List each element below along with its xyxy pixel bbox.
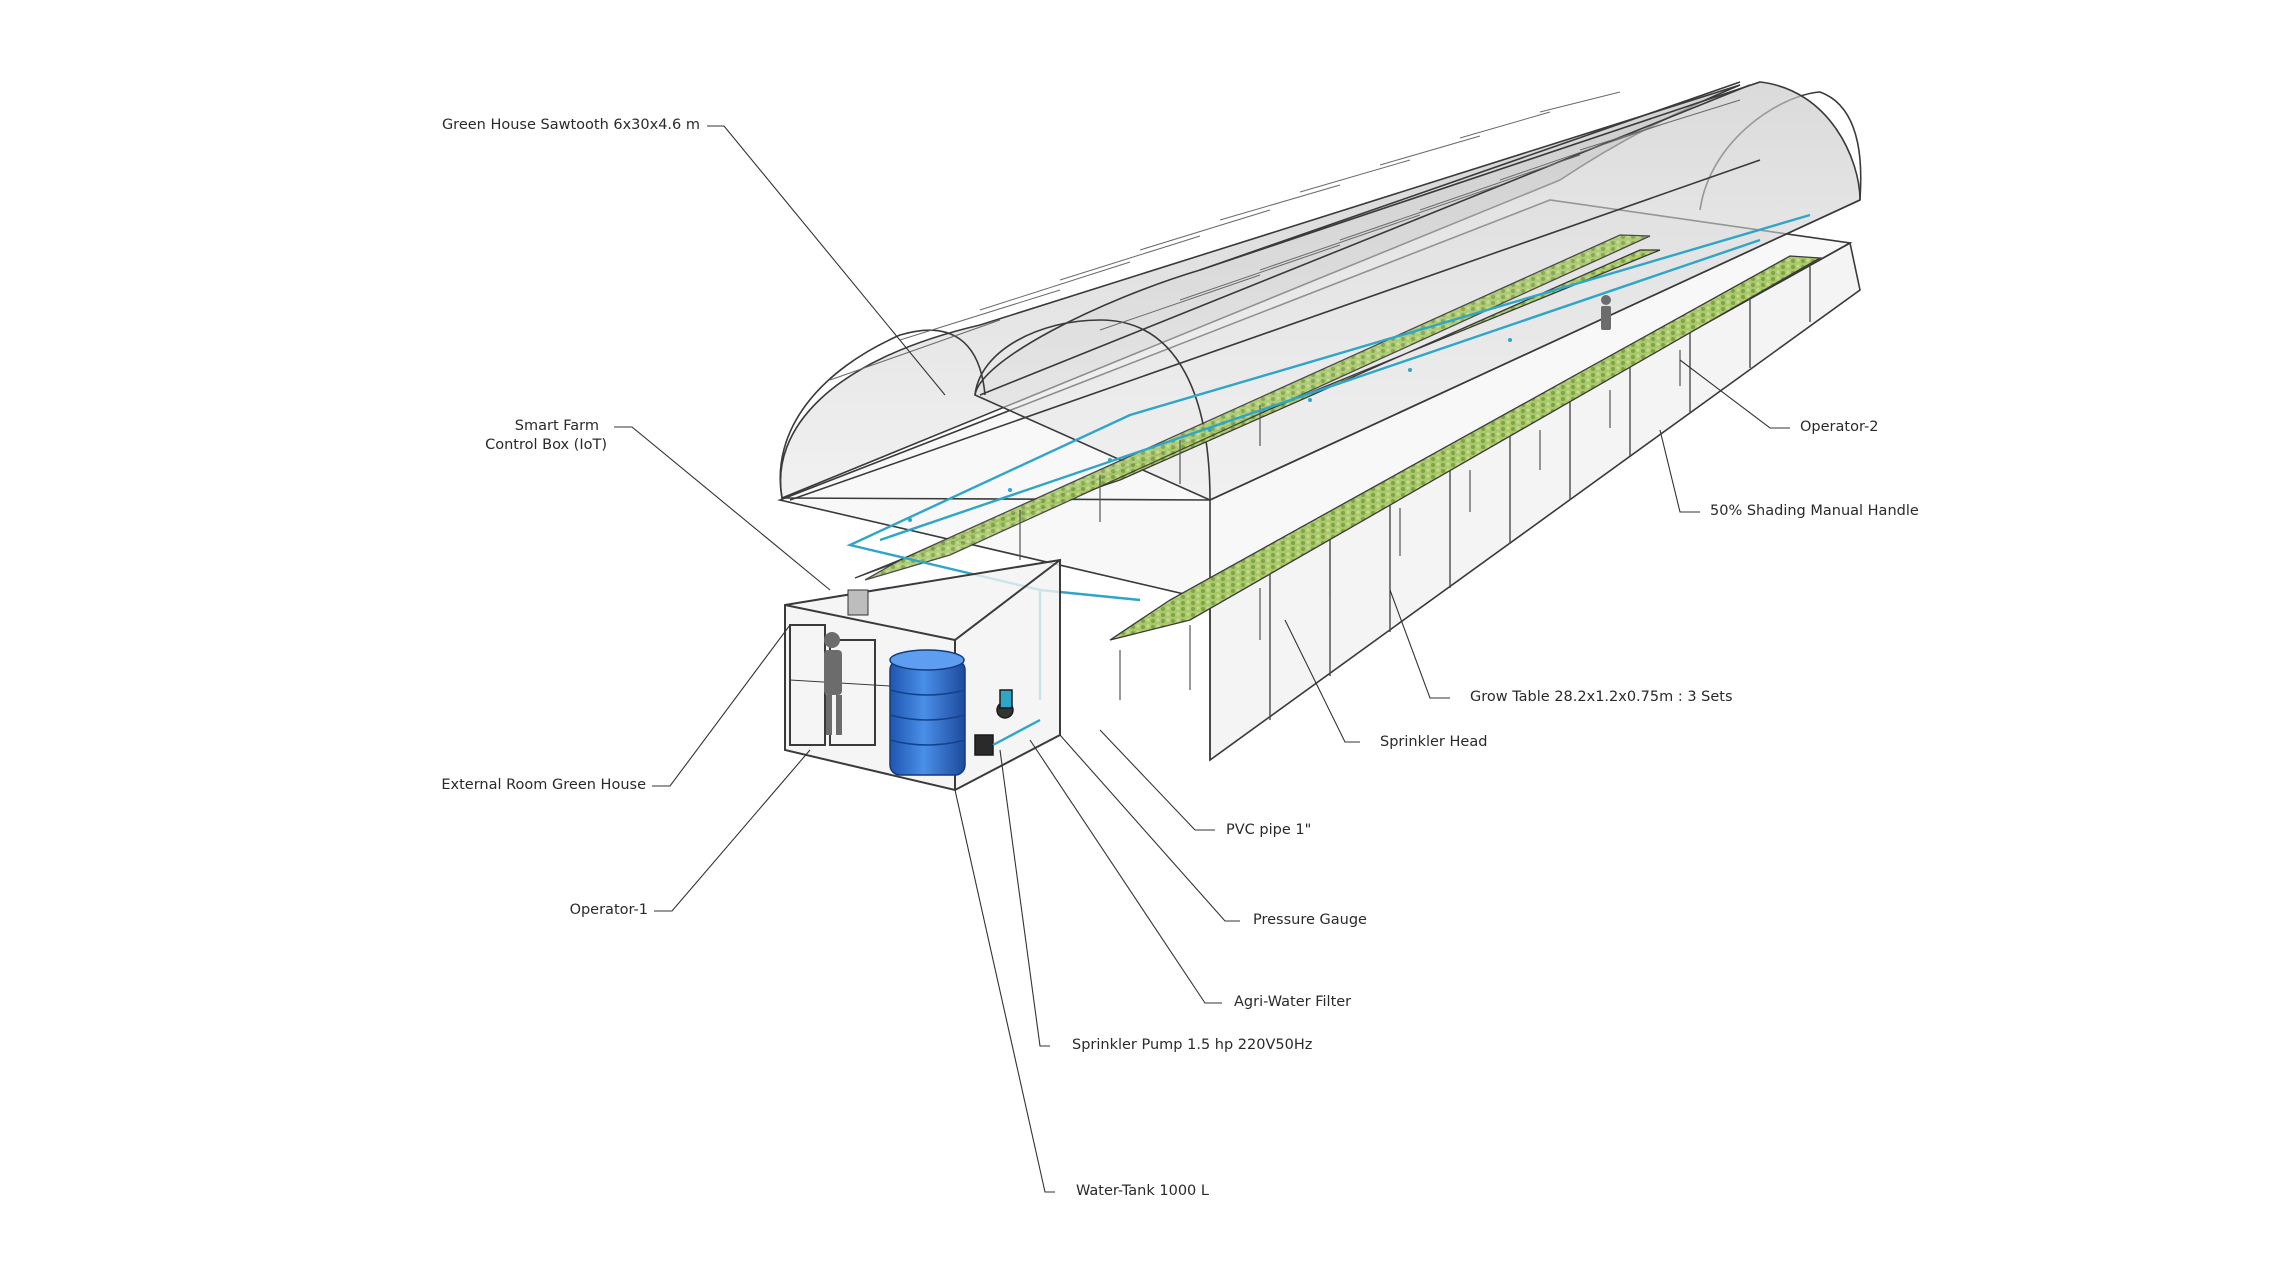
label-pressure-gauge: Pressure Gauge <box>1253 912 1367 928</box>
label-shading-handle: 50% Shading Manual Handle <box>1710 503 1919 519</box>
label-sprinkler-head: Sprinkler Head <box>1380 734 1488 750</box>
front-arch <box>779 329 986 499</box>
operator-1-figure <box>824 632 842 735</box>
label-operator-2: Operator-2 <box>1800 419 1879 435</box>
label-grow-table: Grow Table 28.2x1.2x0.75m : 3 Sets <box>1470 689 1733 705</box>
label-operator-1: Operator-1 <box>569 902 648 918</box>
label-water-tank: Water-Tank 1000 L <box>1076 1183 1209 1199</box>
leader-lines <box>614 125 1790 1193</box>
label-control-box-line2: Control Box (IoT) <box>485 437 607 453</box>
sprinkler-heads <box>908 338 1512 522</box>
grow-table-2 <box>1109 255 1823 641</box>
label-sprinkler-pump: Sprinkler Pump 1.5 hp 220V50Hz <box>1072 1037 1313 1053</box>
label-agri-water-filter: Agri-Water Filter <box>1234 994 1352 1010</box>
grow-table-3 <box>864 234 1651 581</box>
label-control-box-line1: Smart Farm <box>514 418 599 434</box>
water-tank-graphic <box>889 649 966 776</box>
control-box-graphic <box>847 589 869 616</box>
label-control-box: Smart Farm Control Box (IoT) <box>420 417 607 455</box>
pump-filter-assembly <box>974 689 1041 756</box>
label-external-room: External Room Green House <box>441 777 646 793</box>
label-greenhouse: Green House Sawtooth 6x30x4.6 m <box>441 117 700 133</box>
operator-2-figure <box>1601 295 1611 330</box>
grow-tables <box>854 234 1823 700</box>
label-pvc-pipe: PVC pipe 1" <box>1226 822 1312 838</box>
